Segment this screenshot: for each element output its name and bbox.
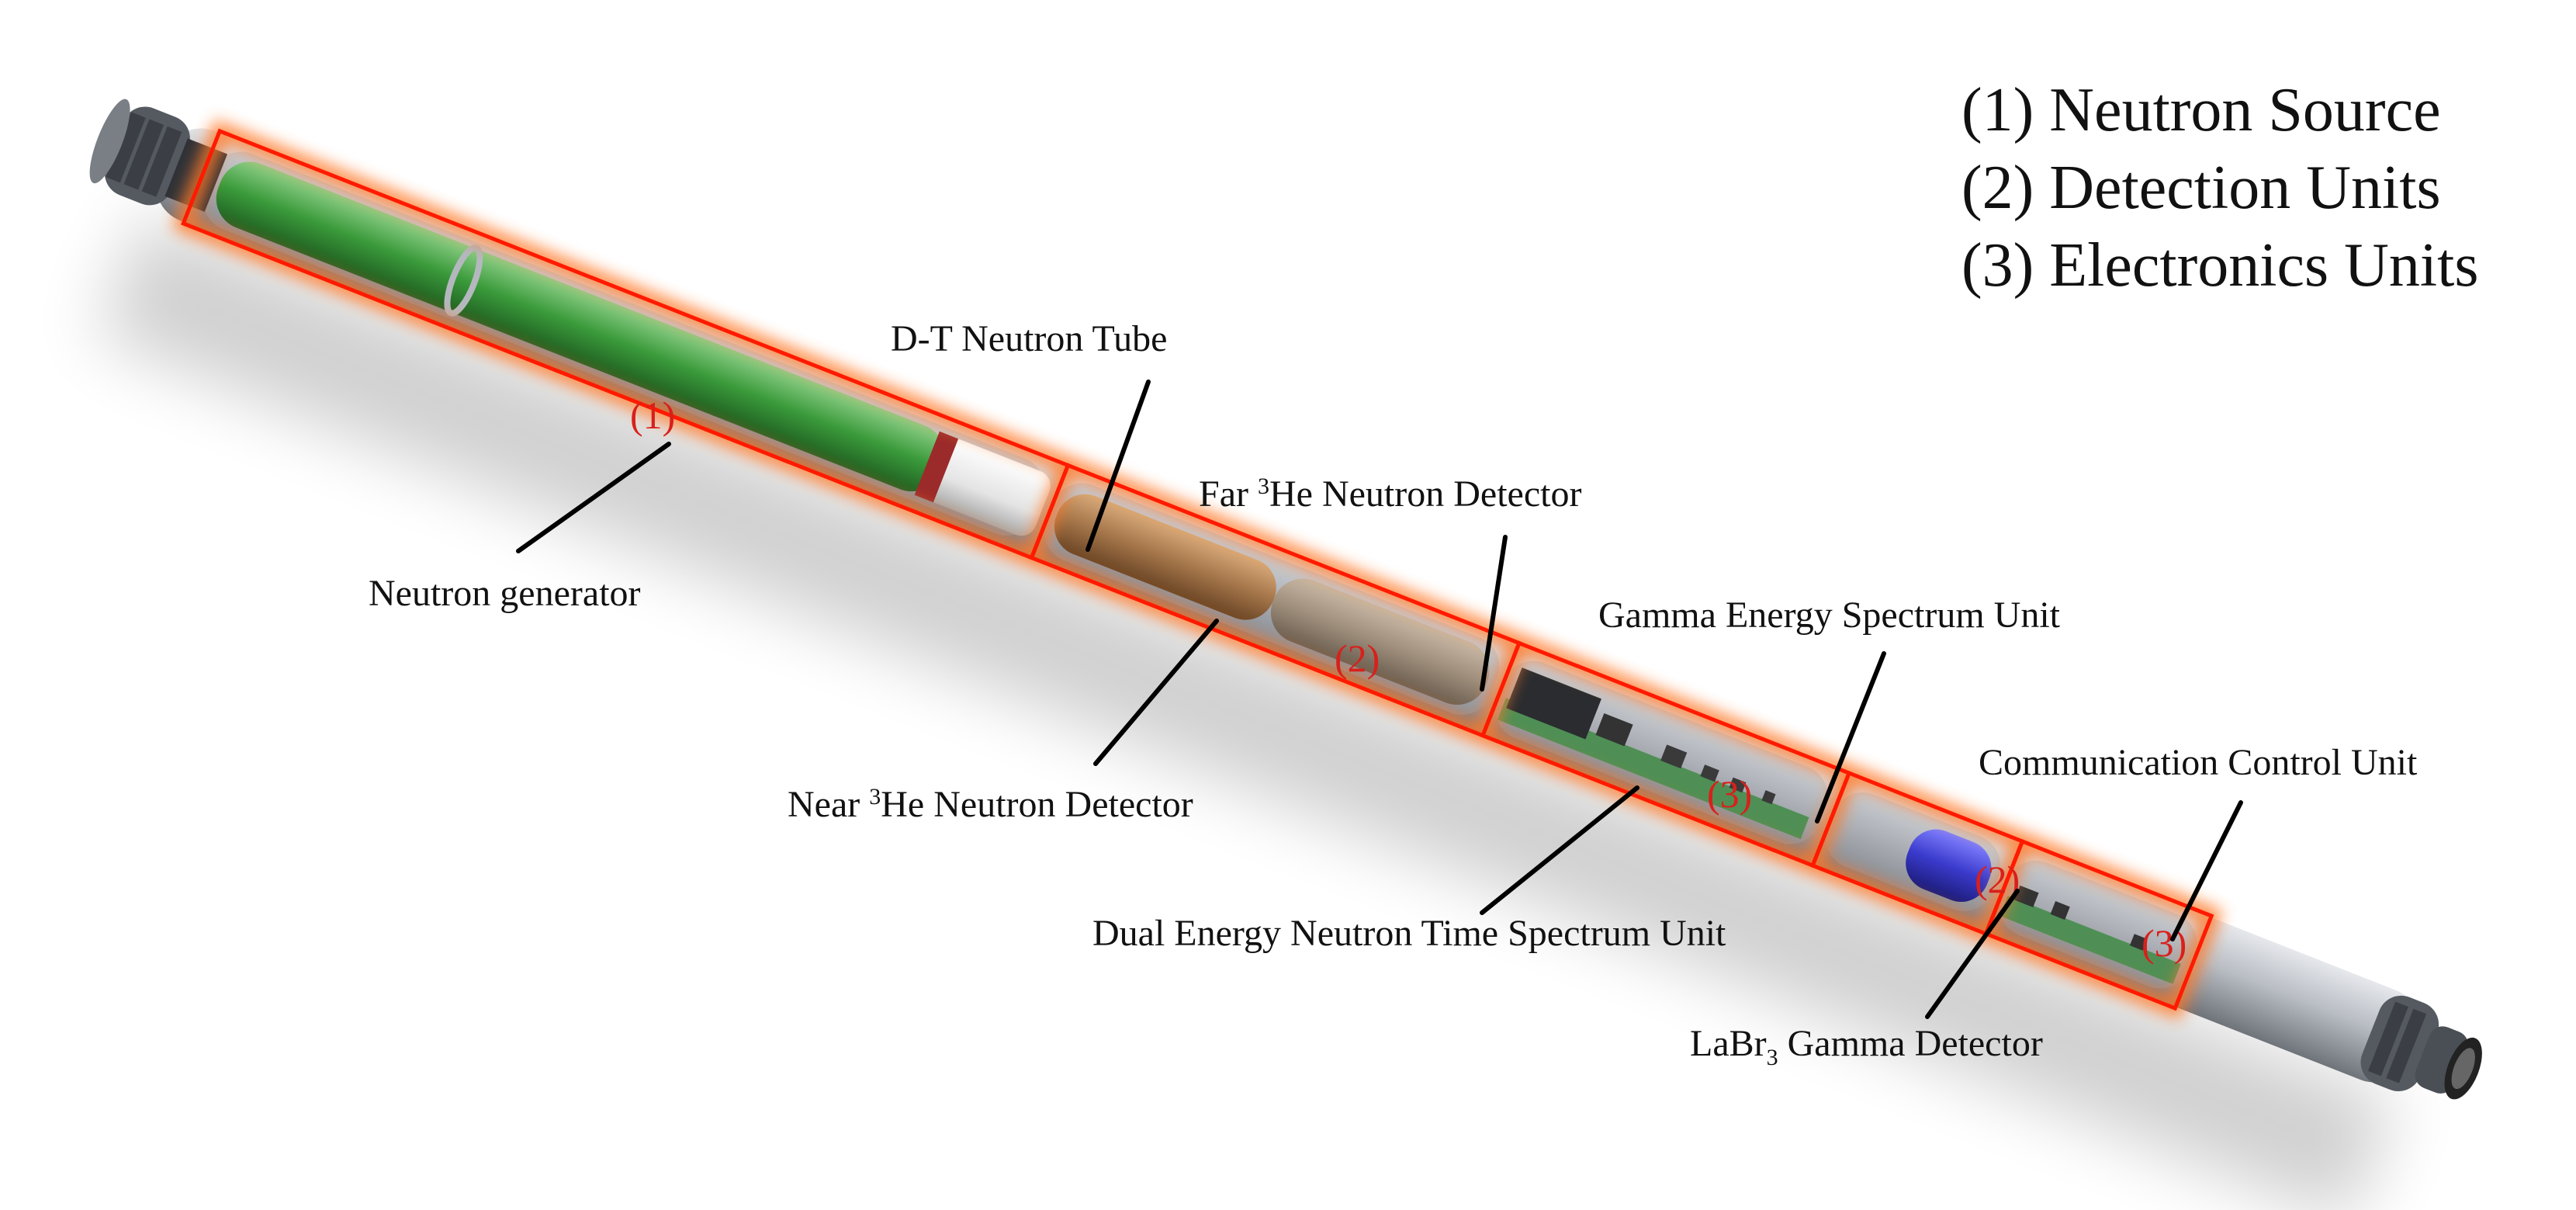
- leader-far-he3: [1480, 535, 1508, 692]
- near-he3-detector: [1054, 494, 1276, 620]
- leader-near-he3: [1093, 619, 1219, 766]
- legend-item-detection-units: (2) Detection Units: [1961, 154, 2441, 222]
- far-sup: 3: [1258, 473, 1269, 499]
- far-he3-detector: [1270, 578, 1490, 705]
- tool-shadow: [96, 213, 2398, 1210]
- marker-section-1: (1): [630, 394, 675, 437]
- label-far-he3: Far 3He Neutron Detector: [1199, 473, 1581, 515]
- far-prefix: Far: [1199, 473, 1258, 515]
- highlight-boxes: [181, 128, 2214, 1011]
- marker-section-2a: (2): [1335, 636, 1380, 680]
- label-labr3: LaBr3 Gamma Detector: [1690, 1023, 2043, 1070]
- leader-gamma-spectrum: [1815, 651, 1886, 823]
- labr-prefix: LaBr: [1690, 1023, 1767, 1064]
- near-rest: He Neutron Detector: [881, 784, 1193, 825]
- section-detection-labr3: [1826, 792, 2001, 911]
- label-comm-control: Communication Control Unit: [1979, 742, 2418, 783]
- neutron-generator-cylinder: [216, 161, 945, 492]
- label-near-he3: Near 3He Neutron Detector: [788, 784, 1193, 825]
- pcb-board-b: [2000, 895, 2181, 984]
- dt-neutron-tube: [926, 439, 1051, 536]
- legend: (1) Neutron Source (2) Detection Units (…: [1961, 76, 2478, 300]
- near-sup: 3: [869, 784, 881, 810]
- section-electronics-b: [1999, 860, 2197, 989]
- far-rest: He Neutron Detector: [1269, 473, 1582, 515]
- label-dt-tube: D-T Neutron Tube: [891, 318, 1167, 359]
- labr3-crystal: [1906, 829, 1992, 903]
- marker-section-3a: (3): [1707, 772, 1752, 816]
- right-end-cap: [2360, 995, 2482, 1100]
- leader-neutron-generator: [516, 442, 671, 553]
- box-section-3b: [1983, 838, 2214, 1011]
- legend-item-neutron-source: (1) Neutron Source: [1961, 76, 2441, 144]
- labr-sub: 3: [1767, 1045, 1778, 1070]
- marker-section-2b: (2): [1975, 858, 2020, 901]
- leader-lines: [516, 380, 2243, 1019]
- leader-dt-tube: [1085, 380, 1151, 552]
- legend-item-electronics-units: (3) Electronics Units: [1961, 231, 2478, 300]
- leader-dual-energy: [1480, 785, 1639, 915]
- labr-rest: Gamma Detector: [1778, 1023, 2043, 1064]
- near-prefix: Near: [788, 784, 869, 825]
- label-neutron-generator: Neutron generator: [369, 573, 641, 614]
- logging-tool: [89, 99, 2482, 1100]
- left-end-cap: [89, 99, 190, 206]
- leader-labr3: [1925, 889, 2020, 1019]
- label-gamma-spectrum: Gamma Energy Spectrum Unit: [1598, 595, 2061, 636]
- label-dual-energy: Dual Energy Neutron Time Spectrum Unit: [1092, 913, 1726, 954]
- section-detection-he3: [1044, 483, 1500, 715]
- section-electronics-a: [1495, 660, 1828, 844]
- leader-comm-control: [2170, 800, 2243, 941]
